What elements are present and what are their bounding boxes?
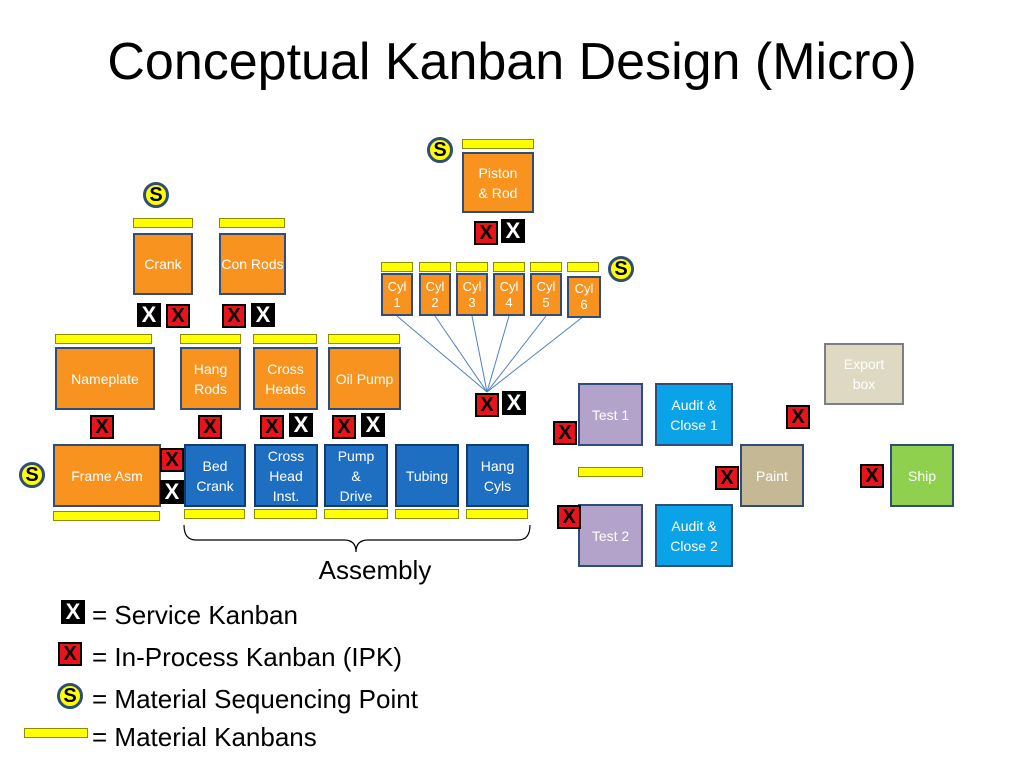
crank-box: Crank bbox=[133, 233, 193, 295]
cyl2-connector bbox=[434, 315, 488, 393]
piston-rod-box: Piston & Rod bbox=[462, 152, 534, 213]
legend-sequence-point: = Material Sequencing Point bbox=[92, 684, 418, 714]
legend-ipk-icon: X bbox=[58, 642, 82, 666]
ipk-marker-nameplate: X bbox=[90, 415, 114, 439]
material-kanban-bed-crank bbox=[184, 509, 245, 519]
service-kanban-piston: X bbox=[501, 219, 525, 243]
legend-sequence-point-icon: S bbox=[57, 683, 83, 709]
tubing-box: Tubing bbox=[395, 444, 459, 507]
sequence-point-crank: S bbox=[143, 182, 169, 208]
material-kanban-tubing bbox=[395, 509, 459, 519]
service-kanban-oil-pump: X bbox=[361, 413, 385, 437]
service-kanban-crank: X bbox=[137, 303, 161, 327]
material-kanban-hang-cyls bbox=[466, 509, 528, 519]
cyl3-box: Cyl 3 bbox=[456, 273, 488, 316]
ipk-marker-cross-heads: X bbox=[260, 415, 284, 439]
service-kanban-frame-asm: X bbox=[160, 480, 184, 504]
material-kanban-cyl3 bbox=[456, 262, 488, 272]
ipk-marker-test1: X bbox=[553, 421, 577, 445]
ipk-marker-export: X bbox=[786, 405, 810, 429]
ipk-marker-frame-asm: X bbox=[160, 448, 184, 472]
assembly-brace bbox=[183, 524, 531, 553]
page-title: Conceptual Kanban Design (Micro) bbox=[107, 33, 917, 91]
legend-material-kanban-icon bbox=[24, 728, 88, 738]
material-kanban-cyl6 bbox=[567, 262, 599, 272]
cyl6-box: Cyl 6 bbox=[567, 276, 601, 318]
hang-rods-box: Hang Rods bbox=[180, 347, 241, 410]
audit-close2-box: Audit & Close 2 bbox=[655, 504, 733, 567]
material-kanban-cross-heads bbox=[253, 334, 317, 344]
oil-pump-box: Oil Pump bbox=[328, 347, 401, 410]
test1-box: Test 1 bbox=[578, 383, 643, 446]
material-kanban-con-rods bbox=[219, 218, 285, 228]
cyl1-box: Cyl 1 bbox=[381, 273, 413, 316]
ipk-marker-piston: X bbox=[474, 221, 498, 245]
cyl4-connector bbox=[486, 315, 510, 393]
legend-service-kanban: = Service Kanban bbox=[92, 600, 298, 630]
cyl3-connector bbox=[471, 315, 488, 393]
cyl5-box: Cyl 5 bbox=[530, 273, 562, 316]
ipk-marker-con-rods: X bbox=[222, 304, 246, 328]
material-kanban-pump-drive bbox=[324, 509, 388, 519]
ipk-marker-crank: X bbox=[166, 304, 190, 328]
cross-heads-box: Cross Heads bbox=[253, 347, 318, 410]
cyl5-connector bbox=[486, 315, 547, 393]
ipk-marker-cylinders: X bbox=[475, 393, 499, 417]
service-kanban-con-rods: X bbox=[251, 303, 275, 327]
cross-head-inst-box: Cross Head Inst. bbox=[254, 444, 318, 507]
con-rods-box: Con Rods bbox=[219, 233, 286, 295]
hang-cyls-box: Hang Cyls bbox=[466, 444, 529, 507]
paint-box: Paint bbox=[740, 444, 804, 507]
ipk-marker-hang-rods: X bbox=[198, 415, 222, 439]
pump-drive-box: Pump & Drive bbox=[324, 444, 388, 507]
material-kanban-cyl2 bbox=[419, 262, 451, 272]
material-kanban-hang-rods bbox=[180, 334, 241, 344]
legend-service-kanban-icon: X bbox=[61, 600, 85, 624]
ipk-marker-oil-pump: X bbox=[332, 415, 356, 439]
bed-crank-box: Bed Crank bbox=[184, 444, 246, 507]
sequence-point-piston: S bbox=[427, 137, 453, 163]
material-kanban-test bbox=[578, 467, 643, 477]
nameplate-box: Nameplate bbox=[55, 347, 155, 410]
material-kanban-nameplate bbox=[55, 334, 152, 344]
material-kanban-piston bbox=[462, 139, 534, 149]
legend-material-kanban: = Material Kanbans bbox=[92, 722, 317, 752]
export-box: Export box bbox=[824, 343, 904, 405]
test2-box: Test 2 bbox=[578, 504, 643, 567]
cyl1-connector bbox=[396, 315, 488, 393]
legend-ipk: = In-Process Kanban (IPK) bbox=[92, 642, 402, 672]
material-kanban-cyl4 bbox=[493, 262, 525, 272]
material-kanban-cross-head-inst bbox=[254, 509, 317, 519]
assembly-label: Assembly bbox=[318, 555, 432, 585]
material-kanban-oil-pump bbox=[328, 334, 400, 344]
cyl4-box: Cyl 4 bbox=[493, 273, 525, 316]
cyl6-connector bbox=[486, 315, 585, 393]
frame-asm-box: Frame Asm bbox=[53, 444, 161, 507]
service-kanban-cylinders: X bbox=[502, 391, 526, 415]
ipk-marker-paint: X bbox=[715, 466, 739, 490]
material-kanban-cyl5 bbox=[530, 262, 562, 272]
material-kanban-cyl1 bbox=[381, 262, 413, 272]
material-kanban-crank bbox=[133, 218, 193, 228]
sequence-point-frame: S bbox=[19, 462, 45, 488]
sequence-point-cylinders: S bbox=[608, 256, 634, 282]
service-kanban-cross-heads: X bbox=[289, 413, 313, 437]
audit-close1-box: Audit & Close 1 bbox=[655, 383, 733, 446]
ship-box: Ship bbox=[890, 444, 954, 507]
ipk-marker-test2: X bbox=[557, 505, 581, 529]
material-kanban-frame-asm bbox=[53, 511, 160, 521]
ipk-marker-ship: X bbox=[860, 464, 884, 488]
cyl2-box: Cyl 2 bbox=[419, 273, 451, 316]
